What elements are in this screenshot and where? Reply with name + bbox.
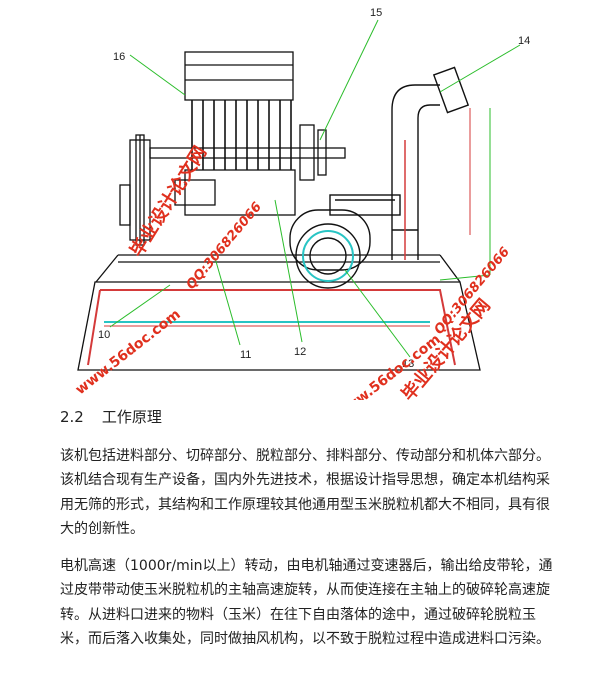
paragraph-principle: 电机高速（1000r/min以上）转动，由电机轴通过变速器后，输出给皮带轮，通过…	[60, 558, 553, 647]
part-label-15: 15	[370, 7, 382, 19]
part-label-14: 14	[518, 35, 530, 47]
section-heading: 2.2 工作原理	[60, 406, 162, 427]
feed-hopper	[184, 51, 294, 101]
part-label-11: 11	[240, 349, 251, 361]
machine-base	[77, 254, 481, 371]
part-label-13: 13	[402, 358, 414, 370]
section-number: 2.2	[60, 408, 84, 426]
fan-duct	[391, 66, 491, 275]
section-title: 工作原理	[101, 408, 162, 426]
part-label-10: 10	[98, 329, 110, 341]
watermark-site-cn-1: 毕业设计论文网	[126, 142, 211, 261]
watermark-qq-1: QQ:306826066	[184, 200, 265, 293]
part-label-16: 16	[113, 51, 125, 63]
pulley	[135, 134, 145, 246]
paragraph-overview: 该机包括进料部分、切碎部分、脱粒部分、排料部分、传动部分和机体六部分。该机结合现…	[60, 448, 550, 537]
crushing-wheel	[289, 194, 401, 289]
machine-diagram: 15 14 16 10 11 12 13 毕业设计论文网 www.56doc.c…	[73, 7, 531, 400]
part-label-12: 12	[294, 346, 306, 358]
leader-lines	[109, 19, 521, 358]
